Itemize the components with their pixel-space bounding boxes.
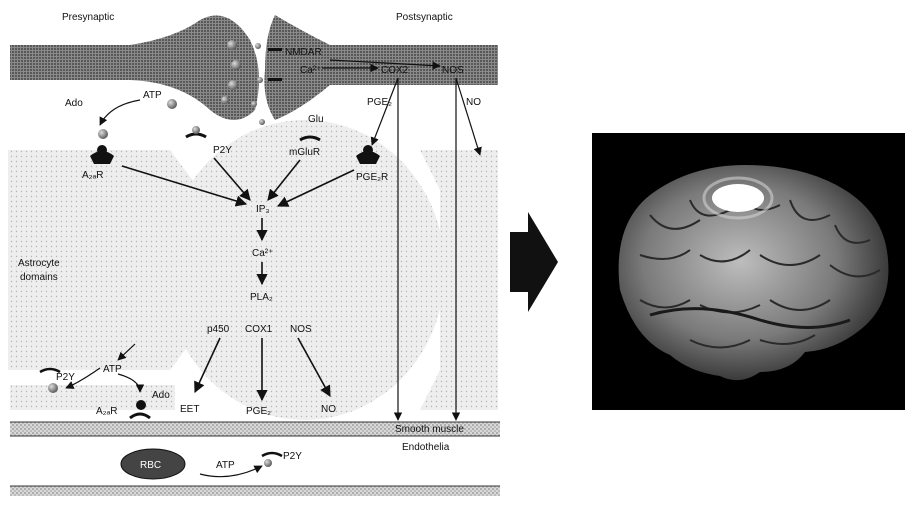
arrow-cox2-to-pge2r xyxy=(372,78,398,145)
astrocyte-label-line2: domains xyxy=(20,272,58,283)
no-post-label: NO xyxy=(466,97,481,108)
p2y-top-label: P2Y xyxy=(213,145,232,156)
p2y-lower-label: P2Y xyxy=(56,372,75,383)
p450-label: p450 xyxy=(207,324,230,335)
p2y-vessel-label: P2Y xyxy=(283,451,302,462)
vesicle xyxy=(227,40,237,50)
big-right-arrow-icon xyxy=(510,212,558,312)
cox2-label: COX2 xyxy=(381,65,409,76)
atp-vessel-label: ATP xyxy=(216,460,235,471)
activation-spot xyxy=(712,184,764,212)
vesicle xyxy=(228,80,238,90)
presynaptic-neuron xyxy=(10,16,259,121)
ca-post-label: Ca²⁺ xyxy=(300,65,321,76)
vesicle xyxy=(221,96,229,104)
atp-molecule-icon xyxy=(167,99,177,109)
pge2-bound-icon xyxy=(363,145,373,155)
atp-bound-icon xyxy=(192,126,200,134)
ip3-label: IP₃ xyxy=(256,204,270,215)
ado-lower-molecule-icon xyxy=(136,400,146,410)
atp-lower-label: ATP xyxy=(103,364,122,375)
rbc-label: RBC xyxy=(140,460,161,471)
eet-label: EET xyxy=(180,404,199,415)
arrow-atp-to-ado xyxy=(100,100,140,125)
vessel-wall-bottom xyxy=(10,486,500,496)
ca-cascade-label: Ca²⁺ xyxy=(252,248,273,259)
nos-cascade-label: NOS xyxy=(290,324,312,335)
smooth-muscle-label: Smooth muscle xyxy=(395,424,464,435)
ado-bound-icon xyxy=(97,145,107,155)
pge2r-label: PGE₂R xyxy=(356,172,388,183)
atp-lower-molecule-icon xyxy=(48,383,58,393)
no-product-label: NO xyxy=(321,404,336,415)
astrocyte-domains-area xyxy=(8,120,498,420)
mglur-label: mGluR xyxy=(289,147,320,158)
a2ar-top-label: A₂ₐR xyxy=(82,170,104,181)
p2y-receptor-icon xyxy=(186,134,206,137)
cox1-label: COX1 xyxy=(245,324,273,335)
endothelia-label: Endothelia xyxy=(402,442,450,453)
p2y-vessel-receptor-icon xyxy=(262,453,282,456)
atp-top-label: ATP xyxy=(143,90,162,101)
postsynaptic-label: Postsynaptic xyxy=(396,12,453,23)
nmdar-label: NMDAR xyxy=(285,47,322,58)
ado-molecule-icon xyxy=(98,129,108,139)
atp-vessel-molecule-icon xyxy=(264,459,272,467)
vesicle xyxy=(231,60,241,70)
nos-post-label: NOS xyxy=(442,65,464,76)
glu-label: Glu xyxy=(308,114,324,125)
ado-top-label: Ado xyxy=(65,98,83,109)
ado-lower-label: Ado xyxy=(152,390,170,401)
pge2-product-label: PGE₂ xyxy=(246,406,271,417)
brain-panel xyxy=(592,133,905,410)
pla2-label: PLA₂ xyxy=(250,292,273,303)
arrow-nos-to-no xyxy=(456,78,480,155)
astrocyte-label-line1: Astrocyte xyxy=(18,258,60,269)
a2ar-lower-receptor-icon xyxy=(130,414,150,418)
a2ar-lower-label: A₂ₐR xyxy=(96,406,118,417)
presynaptic-label: Presynaptic xyxy=(62,12,114,23)
